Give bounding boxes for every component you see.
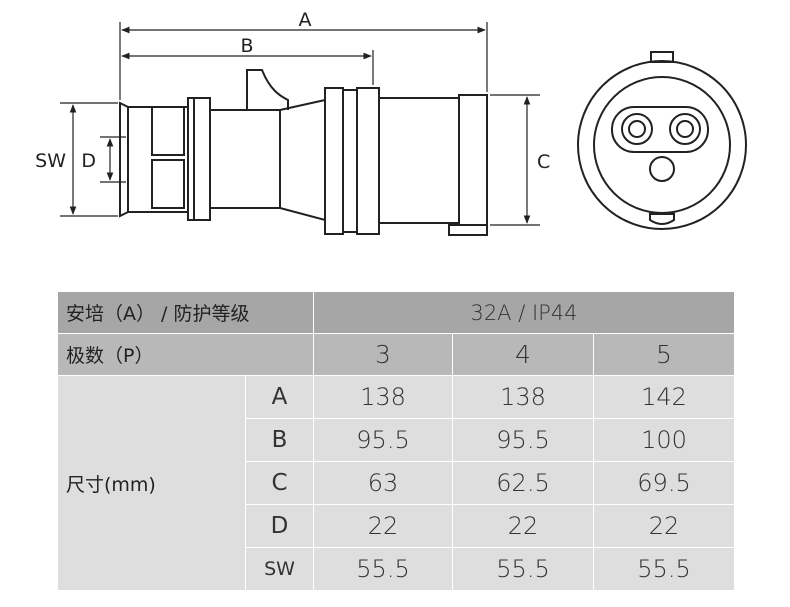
rating-value: 32A / IP44 xyxy=(314,292,735,334)
table-row: 尺寸(mm) A 138 138 142 xyxy=(58,376,735,591)
plug-drawing-svg: A B C D SW xyxy=(35,9,747,236)
dimension-label-c: C xyxy=(537,151,550,173)
row-value: 22 xyxy=(314,505,453,548)
row-value: 55.5 xyxy=(594,548,735,591)
technical-drawing: A B C D SW xyxy=(0,0,790,290)
size-label: 尺寸(mm) xyxy=(58,376,246,591)
spec-table: 安培（A） / 防护等级 32A / IP44 极数（P） 3 4 5 尺寸(m… xyxy=(58,292,735,591)
row-key: C xyxy=(246,462,314,505)
row-value: 95.5 xyxy=(453,419,594,462)
row-key: A xyxy=(246,376,314,419)
dimension-label-d: D xyxy=(81,150,96,172)
header-row-rating: 安培（A） / 防护等级 32A / IP44 xyxy=(58,292,735,334)
plug-front-view xyxy=(577,51,747,230)
row-value: 138 xyxy=(453,376,594,419)
row-key: SW xyxy=(246,548,314,591)
row-value: 138 xyxy=(314,376,453,419)
row-value: 69.5 xyxy=(594,462,735,505)
row-value: 55.5 xyxy=(314,548,453,591)
dimension-label-sw: SW xyxy=(35,150,66,172)
pole-3: 3 xyxy=(314,334,453,376)
row-value: 142 xyxy=(594,376,735,419)
dimension-lines xyxy=(60,22,540,226)
pole-5: 5 xyxy=(594,334,735,376)
row-value: 100 xyxy=(594,419,735,462)
table-row: C 63 62.5 69.5 xyxy=(58,462,735,505)
row-key: B xyxy=(246,419,314,462)
poles-label: 极数（P） xyxy=(58,334,314,376)
row-value: 22 xyxy=(453,505,594,548)
pole-4: 4 xyxy=(453,334,594,376)
row-value: 55.5 xyxy=(453,548,594,591)
row-value: 22 xyxy=(594,505,735,548)
row-key: D xyxy=(246,505,314,548)
header-row-poles: 极数（P） 3 4 5 xyxy=(58,334,735,376)
table-row: B 95.5 95.5 100 xyxy=(58,419,735,462)
table-row: D 22 22 22 xyxy=(58,505,735,548)
dimension-label-b: B xyxy=(240,35,253,57)
row-value: 62.5 xyxy=(453,462,594,505)
row-value: 63 xyxy=(314,462,453,505)
row-value: 95.5 xyxy=(314,419,453,462)
rating-label: 安培（A） / 防护等级 xyxy=(58,292,314,334)
dimension-label-a: A xyxy=(299,9,312,31)
table-row: SW 55.5 55.5 55.5 xyxy=(58,548,735,591)
plug-side-view xyxy=(119,69,488,236)
